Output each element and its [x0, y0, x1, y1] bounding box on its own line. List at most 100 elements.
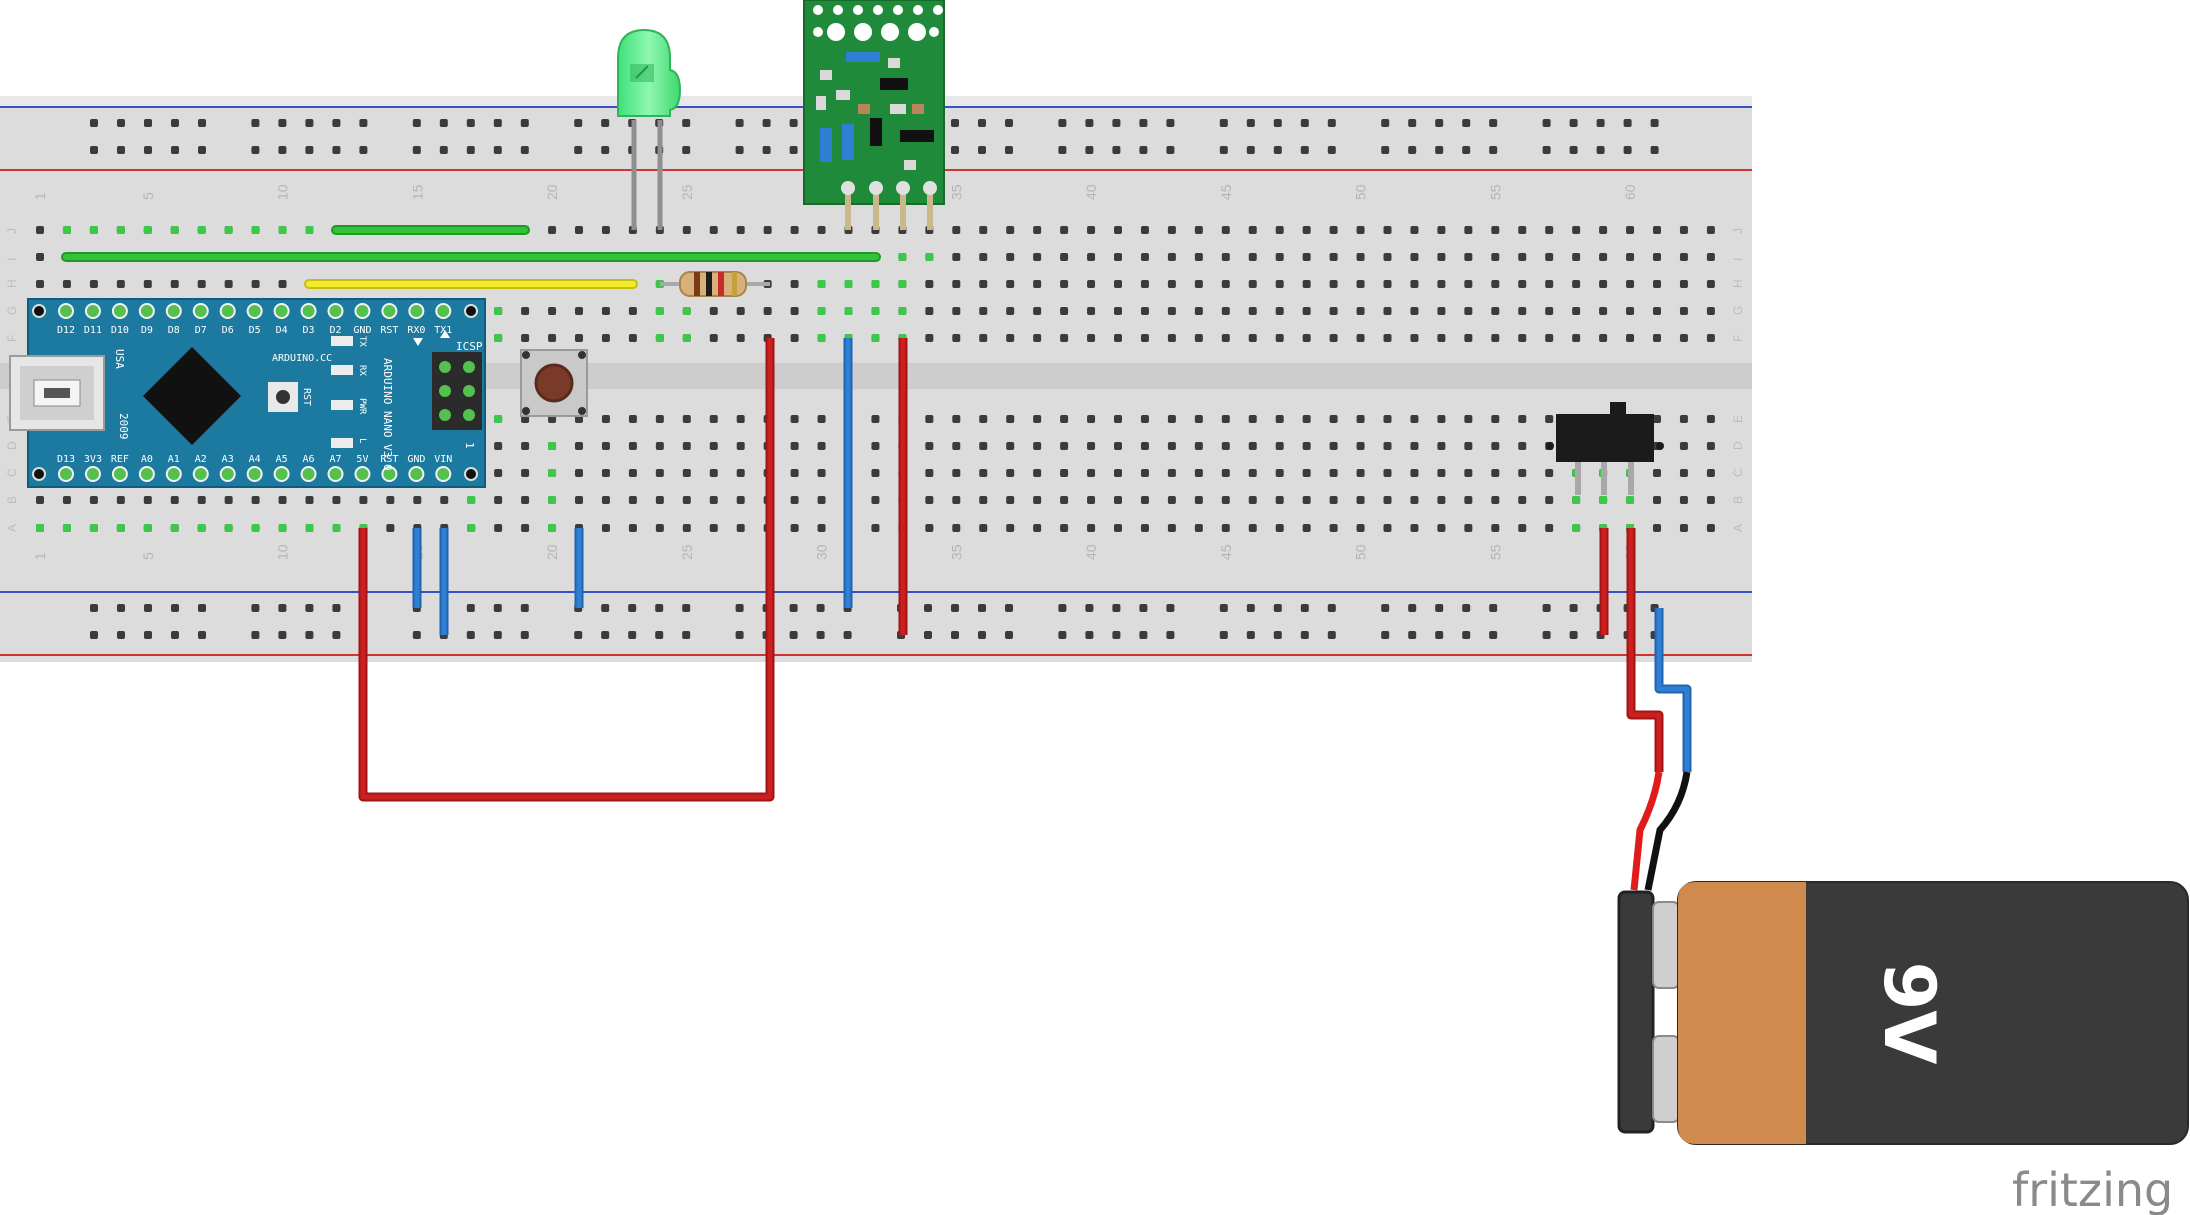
column-number: 20	[544, 184, 560, 200]
nano-top-pin-label: RST	[380, 325, 398, 336]
nano-side-year: 2009	[117, 413, 130, 440]
row-letter: A	[1731, 524, 1745, 532]
nano-bottom-pin-label: A2	[195, 454, 207, 465]
battery-9v[interactable]: 9V	[1617, 771, 2189, 1145]
row-letter: D	[5, 441, 19, 450]
row-letter: B	[5, 496, 19, 504]
row-letter: E	[1731, 415, 1745, 423]
row-letter: A	[5, 524, 19, 532]
column-number: 35	[948, 184, 964, 200]
row-letter: J	[5, 228, 19, 234]
nano-top-pin-label: D8	[168, 325, 180, 336]
column-number: 5	[140, 192, 156, 200]
row-letter: G	[5, 306, 19, 315]
nano-bottom-pin-label: VIN	[434, 454, 452, 465]
usb-connector-icon	[9, 355, 105, 431]
column-number: 15	[409, 184, 425, 200]
fritzing-watermark: fritzing	[2012, 1163, 2173, 1215]
column-number: 30	[814, 544, 830, 560]
nano-top-pin-label: D5	[249, 325, 261, 336]
nano-bottom-pin-labels: D13 3V3 REF A0 A1 A2 A3 A4 A5 A6 A7 5V RST GND VIN	[57, 454, 452, 465]
row-letter: H	[1731, 279, 1745, 288]
nano-top-pin-labels: D12 D11 D10 D9 D8 D7 D6 D5 D4 D3 D2 GND RST RX0 TX1	[57, 325, 452, 336]
nano-bottom-pin-label: A4	[249, 454, 261, 465]
column-number: 45	[1218, 544, 1234, 560]
nano-top-pin-label: D2	[329, 325, 341, 336]
nano-top-pin-label: D4	[276, 325, 288, 336]
wires	[61, 225, 1692, 802]
column-number: 55	[1487, 184, 1503, 200]
column-number: 5	[140, 552, 156, 560]
column-number: 1	[32, 552, 48, 560]
microcontroller-chip	[143, 347, 241, 445]
nano-bottom-pin-label: A0	[141, 454, 153, 465]
column-number: 50	[1353, 184, 1369, 200]
row-letter: C	[1731, 468, 1745, 477]
nano-top-pin-label: D9	[141, 325, 153, 336]
icsp-header	[432, 352, 482, 430]
column-number: 25	[679, 544, 695, 560]
nano-rst-label: RST	[301, 388, 312, 406]
nano-bottom-pin-label: D13	[57, 454, 75, 465]
nano-icsp-number: 1	[463, 442, 476, 449]
push-button[interactable]	[520, 349, 588, 417]
nano-top-pin-label: GND	[353, 325, 371, 336]
column-number: 1	[32, 192, 48, 200]
nano-bottom-pin-label: REF	[111, 454, 129, 465]
column-number: 50	[1353, 544, 1369, 560]
column-number: 20	[544, 544, 560, 560]
nano-bottom-pin-label: 5V	[356, 454, 368, 465]
column-number: 10	[275, 184, 291, 200]
column-number: 45	[1218, 184, 1234, 200]
battery-label: 9V	[1868, 962, 1950, 1065]
nano-top-pin-label: D6	[222, 325, 234, 336]
nano-bottom-pin-label: A1	[168, 454, 180, 465]
slide-switch[interactable]	[1546, 402, 1664, 495]
nano-bottom-pin-label: A7	[329, 454, 341, 465]
nano-led-tx: TX	[357, 336, 367, 347]
row-letter: G	[1731, 306, 1745, 315]
nano-bottom-pin-label: A6	[303, 454, 315, 465]
nano-top-pin-label: TX1	[434, 325, 452, 336]
nano-bottom-pin-label: A5	[276, 454, 288, 465]
column-number: 55	[1487, 544, 1503, 560]
column-number: 10	[275, 544, 291, 560]
nano-model: ARDUINO NANO V3.0	[381, 358, 394, 471]
nano-led-pwr: PWR	[357, 398, 367, 415]
resistor[interactable]	[660, 271, 770, 297]
led-green[interactable]	[617, 28, 682, 230]
nano-top-pin-label: RX0	[407, 325, 425, 336]
nano-side-usa: USA	[113, 349, 126, 369]
nano-top-pin-label: D10	[111, 325, 129, 336]
row-letter: J	[1731, 228, 1745, 234]
nano-top-pin-label: D11	[84, 325, 102, 336]
column-number: 40	[1083, 184, 1099, 200]
nano-top-pin-label: D3	[303, 325, 315, 336]
row-letter: I	[1731, 258, 1745, 261]
nano-top-pin-label: D7	[195, 325, 207, 336]
nano-led-l: L	[357, 438, 367, 443]
nano-led-rx: RX	[357, 365, 367, 376]
nano-bottom-pin-label: 3V3	[84, 454, 102, 465]
nano-brand: ARDUINO.CC	[272, 353, 332, 364]
nano-bottom-pin-label: RST	[380, 454, 398, 465]
column-number: 60	[1622, 184, 1638, 200]
column-number: 25	[679, 184, 695, 200]
row-letter: B	[1731, 496, 1745, 504]
nano-bottom-pin-label: A3	[222, 454, 234, 465]
row-letter: H	[5, 279, 19, 288]
column-number: 35	[948, 544, 964, 560]
row-letter: D	[1731, 441, 1745, 450]
nano-bottom-pin-label: GND	[407, 454, 425, 465]
reset-button-icon[interactable]	[268, 382, 298, 412]
column-number: 40	[1083, 544, 1099, 560]
row-letter: F	[1731, 335, 1745, 342]
row-letter: I	[5, 258, 19, 261]
row-letter: F	[5, 335, 19, 342]
rf-module[interactable]	[803, 0, 945, 230]
nano-icsp-label: ICSP	[456, 340, 483, 353]
nano-top-pin-label: D12	[57, 325, 75, 336]
row-letter: C	[5, 468, 19, 477]
